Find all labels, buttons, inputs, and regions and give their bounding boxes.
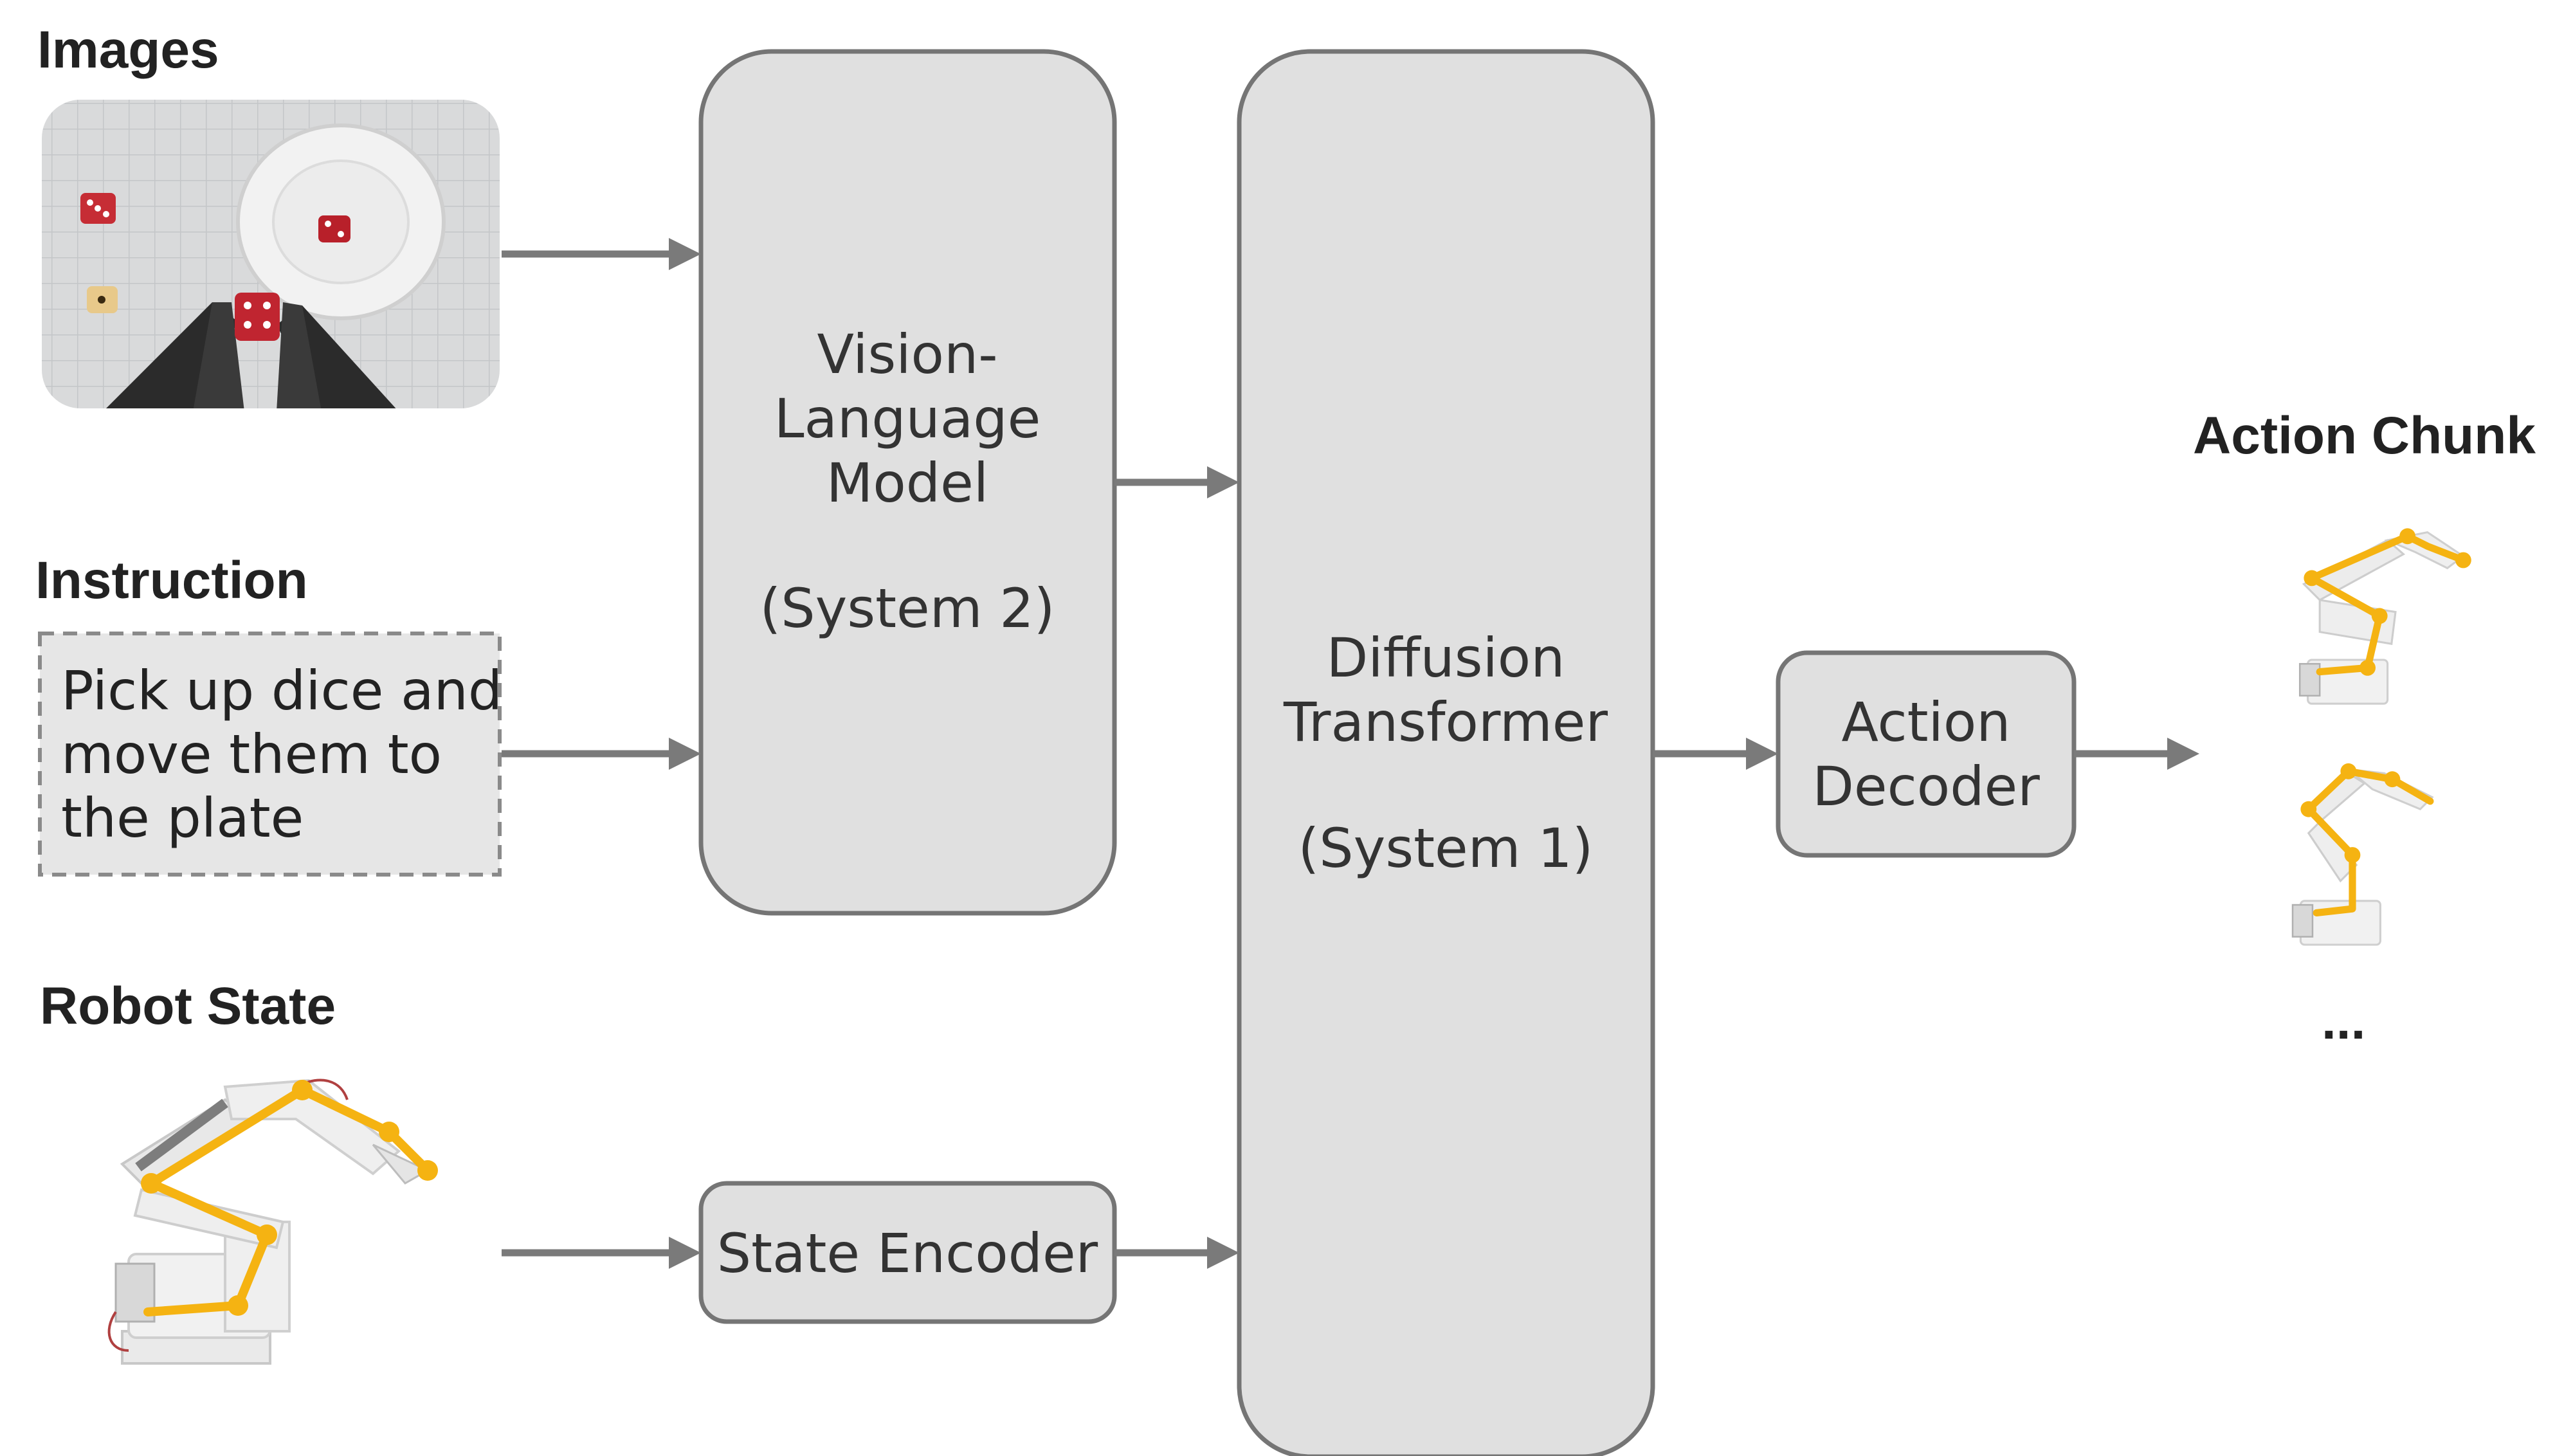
die-icon	[318, 215, 350, 242]
instruction-line: Pick up dice and	[61, 659, 502, 722]
instruction-line: the plate	[61, 787, 304, 850]
arrow-dit-to-decoder	[1653, 738, 1778, 770]
dit-label-line: Diffusion	[1327, 626, 1565, 689]
vlm-label-line: (System 2)	[760, 577, 1055, 640]
robot-arm-icon	[107, 1078, 438, 1365]
arrow-encoder-to-dit	[1114, 1237, 1239, 1269]
arrow-robot-state-to-encoder	[502, 1237, 701, 1269]
vlm-box: Vision- Language Model (System 2)	[698, 49, 1117, 916]
die-icon	[87, 286, 118, 313]
gripper-icon	[103, 293, 399, 408]
action-decoder-label-line: Decoder	[1812, 755, 2040, 818]
vlm-label-line: Model	[826, 451, 988, 514]
state-encoder-label: State Encoder	[717, 1222, 1098, 1285]
action-arm-icon	[2291, 763, 2434, 946]
images-label: Images	[37, 21, 219, 79]
state-encoder-box: State Encoder	[698, 1181, 1117, 1324]
arrow-instruction-to-vlm	[502, 738, 701, 770]
camera-image	[42, 100, 500, 408]
instruction-line: move them to	[61, 723, 442, 786]
instruction-label: Instruction	[35, 551, 308, 610]
diffusion-transformer-box: Diffusion Transformer (System 1)	[1237, 49, 1655, 1456]
action-arm-icon	[2298, 528, 2471, 705]
dit-label-line: (System 1)	[1298, 817, 1594, 880]
action-decoder-label-line: Action	[1841, 691, 2010, 754]
dit-label-line: Transformer	[1283, 691, 1608, 754]
ellipsis-label: ...	[2322, 992, 2365, 1050]
robot-state-label: Robot State	[40, 977, 336, 1035]
vlm-label-line: Vision-	[817, 323, 998, 386]
arrow-decoder-to-action-chunk	[2074, 738, 2199, 770]
instruction-box: Pick up dice and move them to the plate	[38, 632, 502, 877]
vlm-label-line: Language	[774, 387, 1041, 450]
arrow-images-to-vlm	[502, 238, 701, 270]
action-decoder-box: Action Decoder	[1776, 650, 2077, 858]
action-chunk-label: Action Chunk	[2193, 406, 2536, 465]
arrow-vlm-to-dit	[1114, 466, 1239, 498]
die-icon	[80, 193, 116, 224]
